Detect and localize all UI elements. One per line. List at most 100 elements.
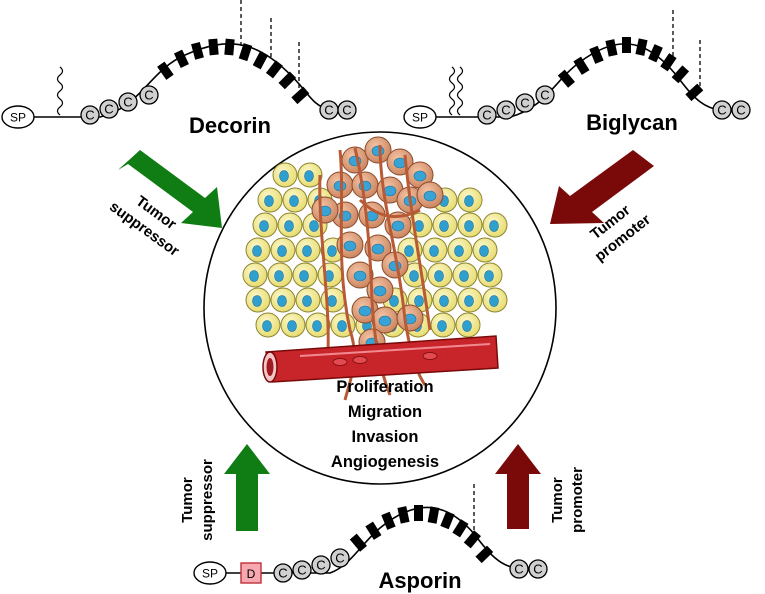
svg-text:C: C [482, 108, 491, 123]
tumor-cell [311, 196, 339, 224]
decorin-sp-node [1, 105, 35, 129]
outcome-invasion: Invasion [352, 428, 419, 446]
normal-cell [272, 162, 298, 188]
blood-vessel [262, 335, 499, 383]
svg-text:Tumor: Tumor [179, 477, 196, 523]
svg-text:C: C [297, 563, 306, 578]
tumor-cells [311, 136, 444, 356]
normal-cell [482, 212, 508, 238]
normal-cell [255, 312, 281, 338]
biglycan-label: Biglycan [586, 110, 678, 135]
svg-text:C: C [85, 108, 94, 123]
normal-cell [457, 287, 483, 313]
normal-cell [472, 237, 498, 263]
tumor-cell [416, 181, 444, 209]
svg-text:SP: SP [202, 567, 218, 581]
svg-text:C: C [335, 551, 344, 566]
biglycan-glycan-chains [448, 66, 464, 116]
normal-cell [305, 312, 331, 338]
normal-cell [422, 237, 448, 263]
normal-cell [245, 287, 271, 313]
normal-cell [455, 312, 481, 338]
normal-cell [482, 287, 508, 313]
tumor-cell [364, 234, 392, 262]
normal-cell [477, 262, 503, 288]
tumor-cell [371, 306, 399, 334]
tumor-outcomes: Proliferation Migration Invasion Angioge… [331, 378, 439, 471]
normal-cell [270, 237, 296, 263]
svg-text:C: C [104, 102, 113, 117]
svg-text:Tumor: Tumor [549, 477, 566, 523]
svg-text:SP: SP [412, 111, 428, 125]
asporin-suppressor-label: Tumor suppressor [179, 459, 216, 541]
biglycan-promoter-arrow [550, 150, 654, 224]
normal-cell [295, 237, 321, 263]
svg-text:C: C [520, 96, 529, 111]
normal-cell [245, 237, 271, 263]
decorin-dashed-lines [240, 0, 300, 88]
normal-cell [457, 187, 483, 213]
svg-text:C: C [342, 103, 351, 118]
normal-cell [452, 262, 478, 288]
biglycan-c-domains: C C C C [477, 85, 555, 125]
biglycan-sp-node [403, 105, 437, 129]
tumor-cell [346, 261, 374, 289]
outcome-proliferation: Proliferation [336, 378, 433, 396]
tumor-cell [366, 276, 394, 304]
tumor-cell [364, 136, 392, 164]
svg-text:promoter: promoter [569, 467, 586, 533]
biglycan-structure: SP C C C C [403, 10, 751, 129]
asporin-structure: SP D C C C C C [193, 484, 548, 585]
biglycan-c-terminal: C C [712, 100, 751, 120]
asporin-sp-node [193, 561, 227, 585]
biglycan-lrr-repeats [557, 37, 704, 102]
normal-cell [432, 212, 458, 238]
normal-cell [280, 312, 306, 338]
outcome-angiogenesis: Angiogenesis [331, 453, 439, 471]
normal-cell [317, 262, 343, 288]
normal-cell [430, 312, 456, 338]
normal-cell [252, 212, 278, 238]
asporin-promoter-arrow [495, 444, 541, 529]
normal-cell [282, 187, 308, 213]
svg-text:D: D [247, 567, 256, 581]
svg-text:C: C [316, 558, 325, 573]
asporin-lrr-repeats [349, 505, 494, 564]
asporin-promoter-label: Tumor promoter [549, 467, 586, 533]
tumor-cell [396, 304, 424, 332]
tumor-cell [336, 231, 364, 259]
asporin-c-domains: C C C C [273, 548, 350, 583]
svg-text:C: C [278, 566, 287, 581]
tumor-illustration [242, 136, 508, 401]
normal-cell [427, 262, 453, 288]
decorin-glycan-chain [56, 66, 64, 116]
asporin-d-box [240, 562, 262, 584]
svg-text:C: C [717, 103, 726, 118]
decorin-suppressor-arrow [118, 150, 222, 228]
svg-text:SP: SP [10, 111, 26, 125]
svg-text:C: C [514, 562, 523, 577]
outcome-migration: Migration [348, 403, 422, 421]
svg-text:C: C [533, 562, 542, 577]
decorin-c-terminal: C C [319, 100, 357, 120]
asporin-suppressor-arrow [224, 444, 270, 531]
decorin-label: Decorin [189, 113, 271, 138]
normal-cell [297, 162, 323, 188]
normal-cell [242, 262, 268, 288]
normal-cell [295, 287, 321, 313]
svg-text:C: C [501, 103, 510, 118]
normal-cell [447, 237, 473, 263]
normal-cell [432, 287, 458, 313]
normal-cell [292, 262, 318, 288]
normal-cell [457, 212, 483, 238]
decorin-c-domains: C C C C [80, 85, 159, 125]
normal-cell [277, 212, 303, 238]
svg-text:C: C [144, 88, 153, 103]
svg-text:C: C [123, 95, 132, 110]
svg-text:C: C [736, 103, 745, 118]
decorin-lrr-repeats [157, 38, 310, 105]
normal-cell [270, 287, 296, 313]
decorin-structure: SP C C C C [1, 0, 357, 129]
tumor-cell [341, 146, 369, 174]
